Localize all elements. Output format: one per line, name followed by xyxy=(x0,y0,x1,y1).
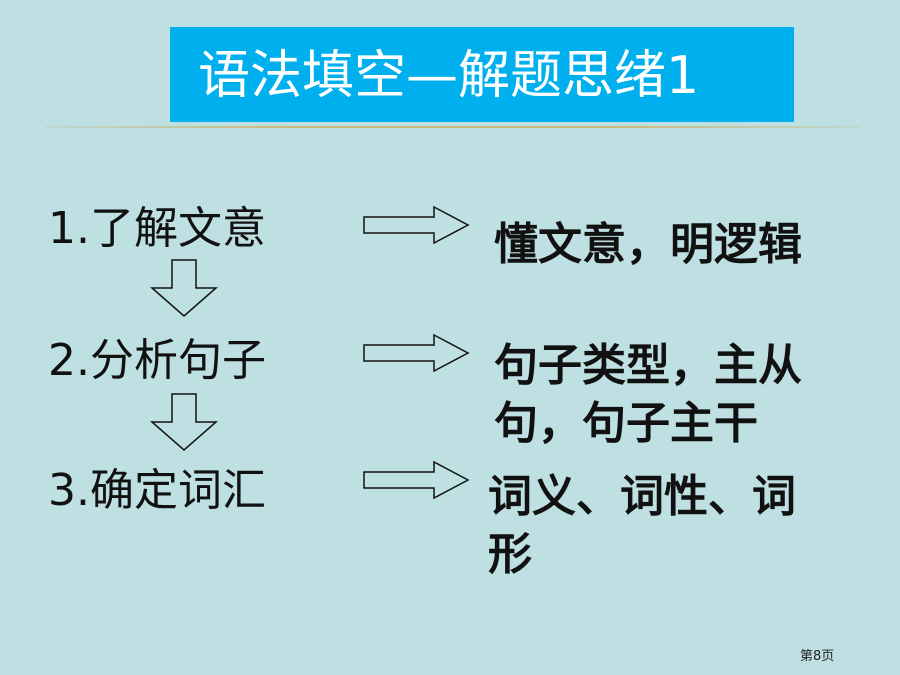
step-3-label: 3.确定词汇 xyxy=(48,465,266,516)
step-1-label: 1.了解文意 xyxy=(48,203,266,254)
down-arrow-icon xyxy=(150,259,218,317)
title-bar: 语法填空—解题思绪1 xyxy=(170,27,794,122)
step-2-label: 2.分析句子 xyxy=(48,335,266,386)
right-arrow-icon xyxy=(363,460,470,500)
page-number: 第8页 xyxy=(800,649,835,664)
step-3-result-line-1: 词义、词性、词 xyxy=(488,471,796,522)
step-1-result-line-1: 懂文意，明逻辑 xyxy=(494,219,802,270)
divider xyxy=(45,126,860,128)
down-arrow-icon xyxy=(150,393,218,451)
step-2-result: 句子类型，主从 句，句子主干 xyxy=(494,337,864,453)
page-title: 语法填空—解题思绪1 xyxy=(198,46,700,106)
step-3-result-line-2: 形 xyxy=(488,529,532,580)
right-arrow-icon xyxy=(363,205,470,245)
step-2-result-line-2: 句，句子主干 xyxy=(494,398,758,449)
right-arrow-icon xyxy=(363,333,470,373)
step-2-result-line-1: 句子类型，主从 xyxy=(494,340,802,391)
step-1-result: 懂文意，明逻辑 xyxy=(494,216,864,274)
step-3-result: 词义、词性、词 形 xyxy=(488,468,858,584)
